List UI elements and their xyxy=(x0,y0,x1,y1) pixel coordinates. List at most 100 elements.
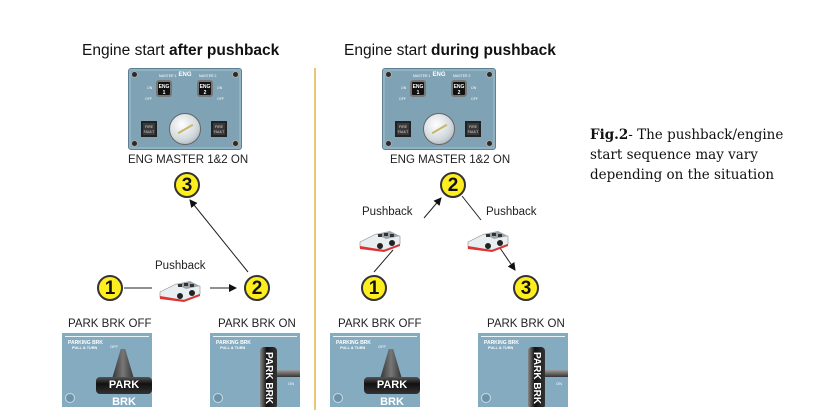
off-label: OFF xyxy=(399,97,406,101)
left-pushback-label: Pushback xyxy=(155,260,206,272)
on-label: ON xyxy=(147,86,153,90)
fault-text: FAULT xyxy=(213,130,225,134)
parking-brk-text: PARKING BRK xyxy=(336,340,371,346)
brake-lever xyxy=(544,369,568,377)
off-label: OFF xyxy=(217,97,224,101)
step-1-circle: 1 xyxy=(361,275,387,301)
panel-line xyxy=(65,336,149,337)
fault-text: FAULT xyxy=(467,130,479,134)
right-pushback-label-1: Pushback xyxy=(362,206,413,218)
screw-icon xyxy=(385,71,392,78)
pull-turn-text: PULL & TURN xyxy=(340,346,366,350)
fire-text: FIRE xyxy=(469,125,477,129)
right-heading-bold: during pushback xyxy=(431,42,556,59)
step-2-circle: 2 xyxy=(440,172,466,198)
step-1-circle: 1 xyxy=(97,275,123,301)
screw-icon xyxy=(486,71,493,78)
right-heading: Engine start during pushback xyxy=(344,42,556,60)
pushback-tug-icon xyxy=(467,231,509,252)
off-label: OFF xyxy=(378,344,386,349)
brake-lever xyxy=(276,369,300,377)
fault-text: FAULT xyxy=(397,130,409,134)
parking-brk-text: PARKING BRK xyxy=(68,340,103,346)
pull-turn-text: PULL & TURN xyxy=(72,346,98,350)
eng1-text: ENG xyxy=(158,84,170,90)
right-pushback-label-2: Pushback xyxy=(486,206,537,218)
eng1-num: 1 xyxy=(416,90,420,96)
caption-text: - The pushback/engine start sequence may… xyxy=(590,127,784,183)
caption-fig-label: Fig.2 xyxy=(590,127,629,143)
step-3-circle: 3 xyxy=(174,172,200,198)
on-label: ON xyxy=(288,381,294,386)
on-label: ON xyxy=(401,86,407,90)
arrow-tug-to-3 xyxy=(499,247,516,271)
screw-icon xyxy=(213,393,223,403)
figure-caption: Fig.2- The pushback/engine start sequenc… xyxy=(590,125,810,185)
master1-label: MASTER 1 xyxy=(413,74,431,78)
eng-panel-title: ENG xyxy=(432,72,446,78)
panel-line xyxy=(481,336,565,337)
arrow-tug-to-2 xyxy=(423,197,442,219)
right-park-brk-off-label: PARK BRK OFF xyxy=(338,318,422,330)
master2-label: MASTER 2 xyxy=(453,74,471,78)
on-label: ON xyxy=(471,86,477,90)
step-2-circle: 2 xyxy=(244,275,270,301)
fire-text: FIRE xyxy=(215,125,223,129)
screw-icon xyxy=(481,393,491,403)
right-park-brk-on-label: PARK BRK ON xyxy=(487,318,565,330)
park-brk-handle[interactable]: PARK BRK xyxy=(528,347,545,407)
on-label: ON xyxy=(217,86,223,90)
fire-text: FIRE xyxy=(145,125,153,129)
step-3-circle: 3 xyxy=(513,275,539,301)
engine-mode-selector-knob[interactable] xyxy=(423,113,455,145)
right-heading-normal: Engine start xyxy=(344,42,432,59)
park-brk-handle[interactable]: PARK BRK xyxy=(96,377,152,407)
park-brk-handle[interactable]: PARK BRK xyxy=(364,377,420,407)
section-divider xyxy=(314,68,316,410)
master2-label: MASTER 2 xyxy=(199,74,217,78)
screw-icon xyxy=(65,393,75,403)
engine-mode-selector-knob[interactable] xyxy=(169,113,201,145)
left-park-brk-off-label: PARK BRK OFF xyxy=(68,318,152,330)
fault-text: FAULT xyxy=(143,130,155,134)
arrow-2-to-tug xyxy=(461,195,482,221)
parking-brk-text: PARKING BRK xyxy=(484,340,519,346)
master1-label: MASTER 1 xyxy=(159,74,177,78)
eng1-num: 1 xyxy=(162,90,166,96)
arrow-2-to-3 xyxy=(189,199,249,273)
eng2-num: 2 xyxy=(457,90,461,96)
screw-icon xyxy=(333,393,343,403)
left-heading-normal: Engine start xyxy=(82,42,170,59)
right-eng-master-label: ENG MASTER 1&2 ON xyxy=(390,154,511,166)
brake-handle-stem xyxy=(112,349,134,379)
panel-line xyxy=(213,336,297,337)
screw-icon xyxy=(131,71,138,78)
park-brk-handle[interactable]: PARK BRK xyxy=(260,347,277,407)
fire-text: FIRE xyxy=(399,125,407,129)
eng2-text: ENG xyxy=(199,84,211,90)
pushback-tug-icon xyxy=(359,231,401,252)
eng1-text: ENG xyxy=(412,84,424,90)
left-heading-bold: after pushback xyxy=(169,42,280,59)
screw-icon xyxy=(232,71,239,78)
arrow-1-to-tug xyxy=(373,249,394,273)
screw-icon xyxy=(385,140,392,147)
eng2-text: ENG xyxy=(453,84,465,90)
off-label: OFF xyxy=(110,344,118,349)
panel-line xyxy=(333,336,417,337)
off-label: OFF xyxy=(145,97,152,101)
